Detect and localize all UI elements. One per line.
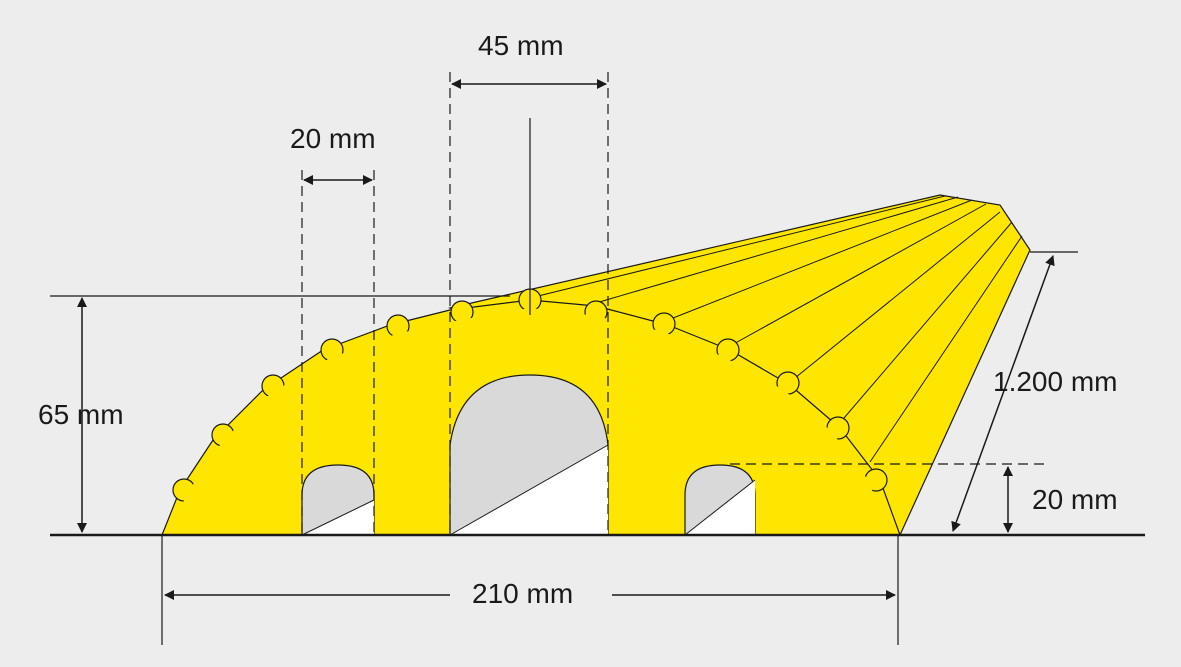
extension-lines — [50, 118, 1078, 645]
label-20mm-height: 20 mm — [1032, 484, 1118, 515]
label-65mm: 65 mm — [38, 399, 124, 430]
dimension-arrows — [77, 79, 1055, 600]
label-45mm: 45 mm — [478, 30, 564, 61]
label-1200mm: 1.200 mm — [993, 366, 1118, 397]
label-20mm-channel: 20 mm — [290, 123, 376, 154]
cable-channels — [301, 374, 756, 536]
arrow-1200mm — [951, 255, 1055, 532]
label-210mm: 210 mm — [472, 578, 574, 609]
groove-lines — [529, 195, 1023, 463]
